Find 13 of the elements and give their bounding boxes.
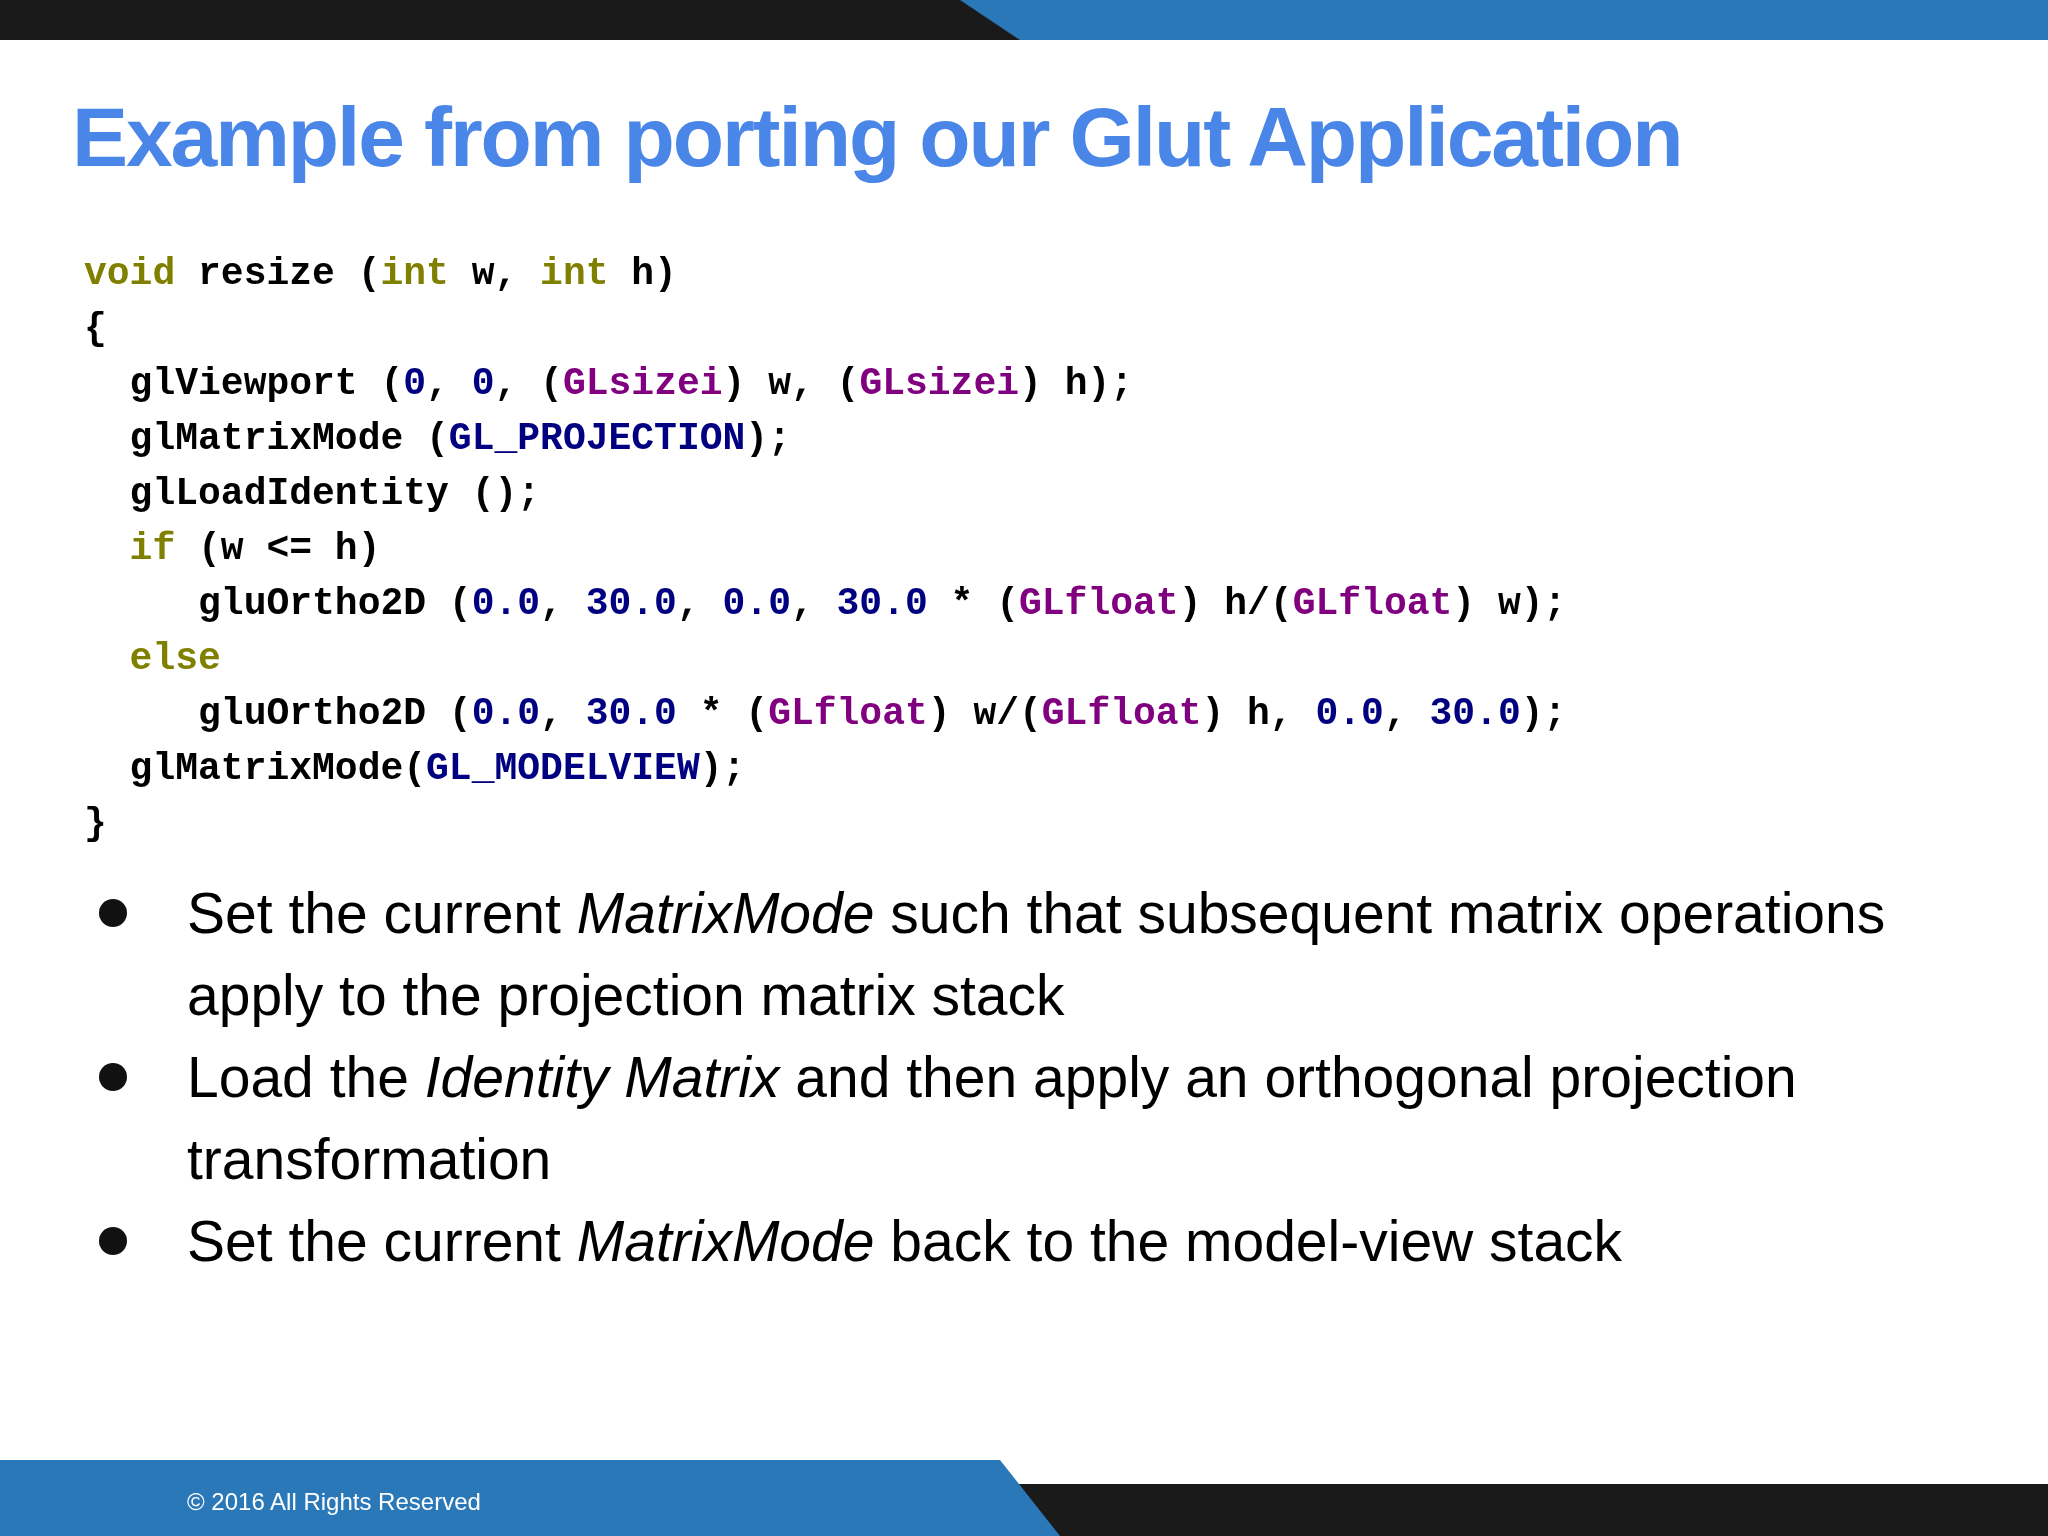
bullet-text: Set the current MatrixMode back to the model-view stack bbox=[187, 1208, 1623, 1275]
code-line: glViewport (0, 0, (GLsizei) w, (GLsizei) h); bbox=[128, 361, 1134, 407]
code-line: { bbox=[84, 306, 107, 352]
code-line: glMatrixMode (GL_PROJECTION); bbox=[128, 416, 791, 462]
code-line: void resize (int w, int h) bbox=[84, 251, 677, 297]
code-line: gluOrtho2D (0.0, 30.0 * (GLfloat) w/(GLfloat) h, 0.0, 30.0); bbox=[197, 691, 1567, 737]
code-line: if (w <= h) bbox=[128, 526, 381, 572]
code-line: glMatrixMode(GL_MODELVIEW); bbox=[128, 746, 746, 792]
code-line: gluOrtho2D (0.0, 30.0, 0.0, 30.0 * (GLfloat) h/(GLfloat) w); bbox=[197, 581, 1567, 627]
code-line: glLoadIdentity (); bbox=[128, 471, 541, 517]
code-line: } bbox=[84, 801, 107, 847]
code-line: else bbox=[128, 636, 221, 682]
copyright-text: © 2016 All Rights Reserved bbox=[187, 1487, 481, 1517]
